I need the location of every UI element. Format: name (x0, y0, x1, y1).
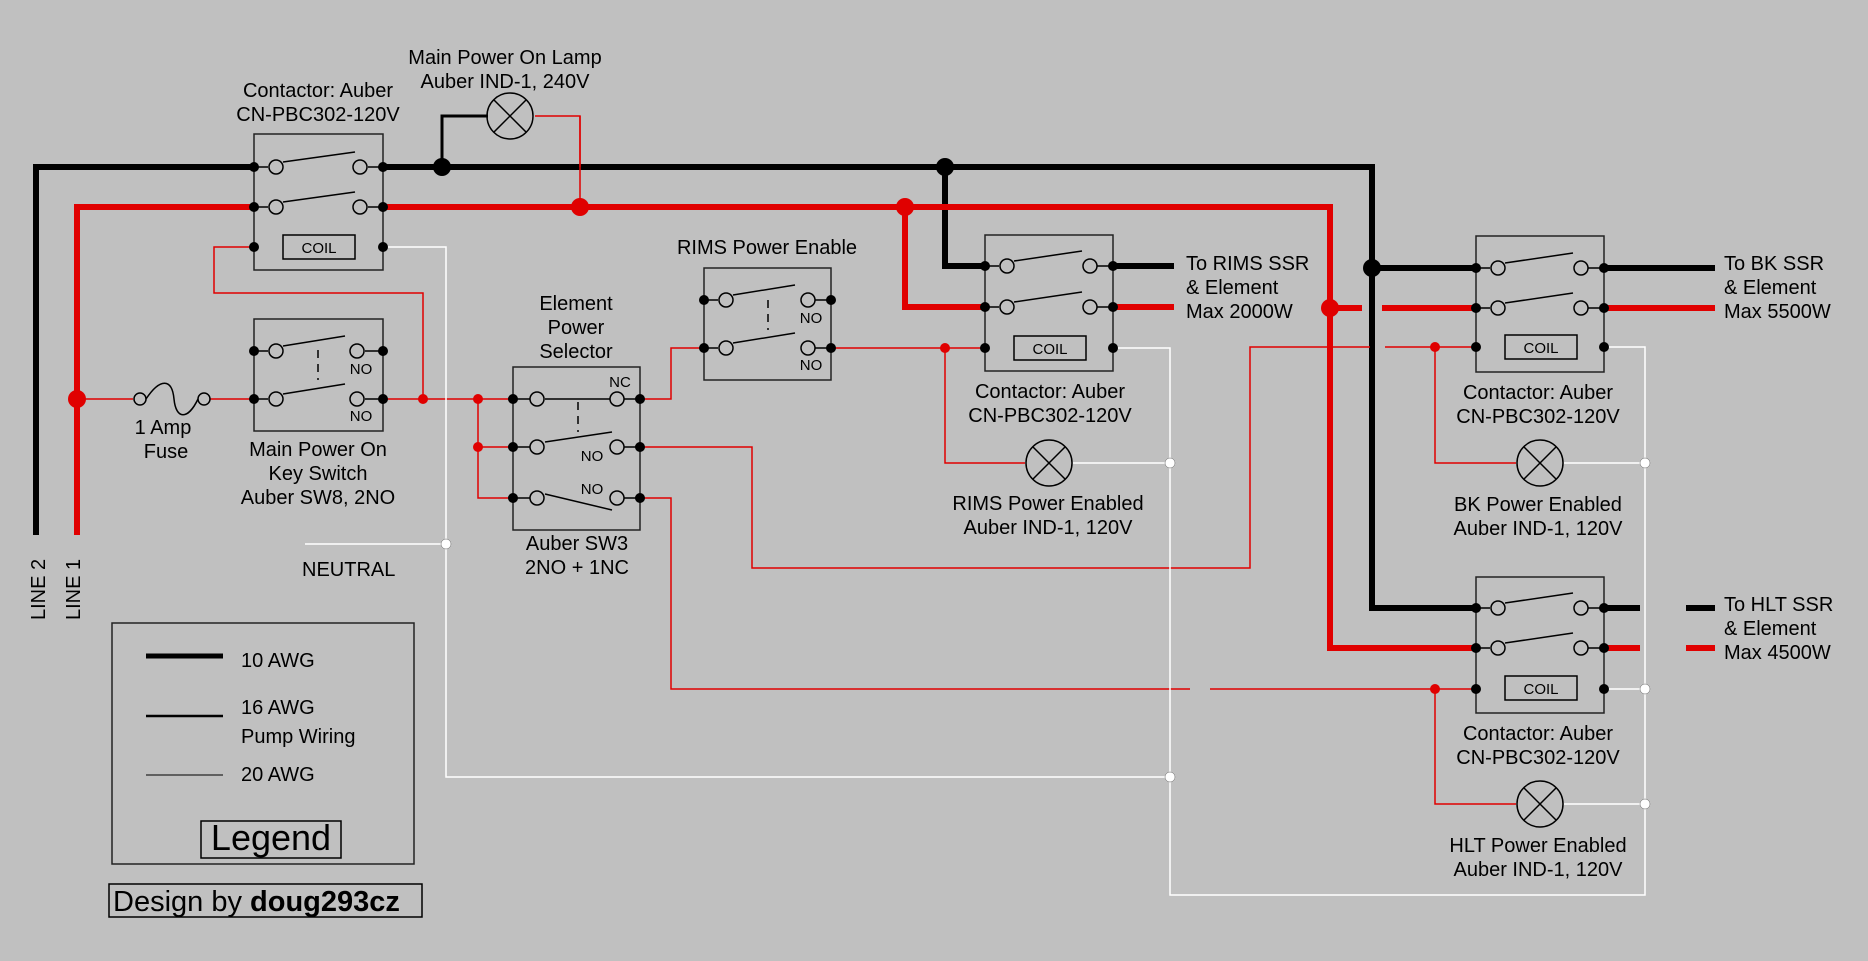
selector-nc: NC (609, 374, 631, 391)
selector-label-2: Power (548, 317, 605, 339)
line2-bus (33, 164, 1715, 611)
hlt-out-2: & Element (1724, 618, 1817, 640)
bk-contactor-label-1: Contactor: Auber (1463, 382, 1613, 404)
legend: 10 AWG 16 AWG Pump Wiring 20 AWG Legend (111, 622, 415, 865)
junction-dots (68, 158, 1651, 810)
selector-label-3: Selector (539, 341, 613, 363)
credit-author: doug293cz (250, 886, 400, 918)
rims-lamp-icon (1025, 439, 1073, 487)
legend-20awg: 20 AWG (241, 764, 315, 786)
rims-contactor: COIL (980, 234, 1118, 372)
key-switch-no-1: NO (350, 361, 373, 378)
bk-out-2: & Element (1724, 277, 1817, 299)
hlt-lamp-label-1: HLT Power Enabled (1449, 835, 1626, 857)
rims-out-1: To RIMS SSR (1186, 253, 1309, 275)
key-switch-label-2: Key Switch (269, 463, 368, 485)
key-switch-label-1: Main Power On (249, 439, 387, 461)
main-lamp-label-2: Auber IND-1, 240V (421, 71, 591, 93)
hlt-out-3: Max 4500W (1724, 642, 1831, 664)
line1-label: LINE 1 (63, 559, 85, 620)
main-lamp-label-1: Main Power On Lamp (408, 47, 601, 69)
hlt-contactor-label-1: Contactor: Auber (1463, 723, 1613, 745)
control-wiring-neutral (305, 246, 1646, 896)
line1-bus (74, 204, 1715, 651)
credit-prefix: Design by (113, 886, 250, 918)
selector-no-2: NO (581, 481, 604, 498)
bk-contactor-label-2: CN-PBC302-120V (1456, 406, 1620, 428)
bk-lamp-icon (1516, 439, 1564, 487)
hlt-lamp-label-2: Auber IND-1, 120V (1454, 859, 1624, 881)
selector-no-1: NO (581, 448, 604, 465)
key-switch-no-2: NO (350, 408, 373, 425)
bk-out-1: To BK SSR (1724, 253, 1824, 275)
rims-enable-no-2: NO (800, 357, 823, 374)
bk-contactor: COIL (1471, 235, 1609, 373)
bk-lamp-label-2: Auber IND-1, 120V (1454, 518, 1624, 540)
legend-16awg: 16 AWG (241, 697, 315, 719)
design-credit: Design by doug293cz (108, 883, 423, 918)
main-contactor-label-2: CN-PBC302-120V (236, 104, 400, 126)
hlt-contactor-label-2: CN-PBC302-120V (1456, 747, 1620, 769)
hlt-contactor: COIL (1471, 576, 1609, 714)
rims-contactor-label-1: Contactor: Auber (975, 381, 1125, 403)
legend-title: Legend (211, 817, 331, 858)
rims-out-3: Max 2000W (1186, 301, 1293, 323)
rims-lamp-label-2: Auber IND-1, 120V (964, 517, 1134, 539)
legend-10awg: 10 AWG (241, 650, 315, 672)
rims-lamp-label-1: RIMS Power Enabled (952, 493, 1143, 515)
hlt-out-1: To HLT SSR (1724, 594, 1833, 616)
hlt-lamp-icon (1516, 780, 1564, 828)
selector-label-1: Element (539, 293, 613, 315)
main-contactor-coil-label: COIL (301, 240, 336, 257)
hlt-contactor-coil-label: COIL (1523, 681, 1558, 698)
svg-text:Design by doug293cz: Design by doug293cz (113, 886, 400, 918)
neutral-label: NEUTRAL (302, 559, 395, 581)
rims-enable-no-1: NO (800, 310, 823, 327)
element-selector-switch: NC NO NO (508, 366, 645, 531)
rims-enable-title: RIMS Power Enable (677, 237, 857, 259)
selector-part-2: 2NO + 1NC (525, 557, 629, 579)
selector-part-1: Auber SW3 (526, 533, 628, 555)
main-contactor-label-1: Contactor: Auber (243, 80, 393, 102)
rims-out-2: & Element (1186, 277, 1279, 299)
bk-out-3: Max 5500W (1724, 301, 1831, 323)
bk-lamp-label-1: BK Power Enabled (1454, 494, 1622, 516)
main-power-lamp-icon (486, 92, 534, 140)
rims-contactor-coil-label: COIL (1032, 341, 1067, 358)
fuse-icon (133, 382, 211, 416)
legend-pump-wiring: Pump Wiring (241, 726, 355, 748)
main-contactor: COIL (249, 133, 388, 271)
rims-contactor-label-2: CN-PBC302-120V (968, 405, 1132, 427)
fuse-label-2: Fuse (144, 441, 188, 463)
control-wiring-hot (77, 115, 1516, 805)
key-switch: NO NO (249, 318, 388, 432)
bk-contactor-coil-label: COIL (1523, 340, 1558, 357)
line2-label: LINE 2 (28, 559, 50, 620)
fuse-label-1: 1 Amp (135, 417, 192, 439)
key-switch-label-3: Auber SW8, 2NO (241, 487, 396, 509)
rims-enable-switch: NO NO (699, 267, 836, 381)
